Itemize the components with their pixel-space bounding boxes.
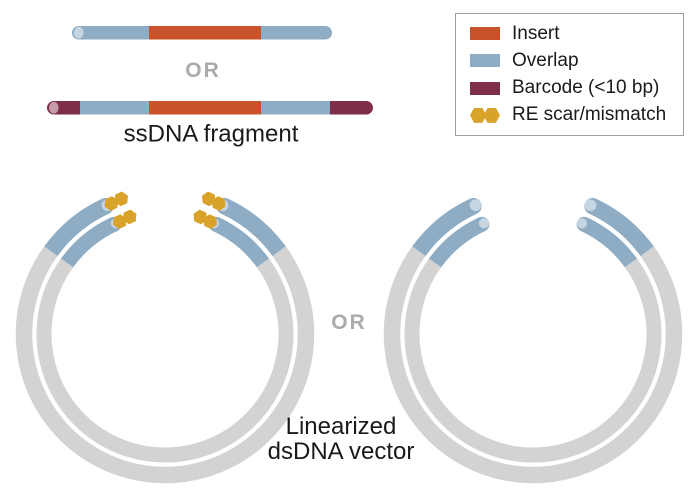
strand-end-cut-face <box>478 218 490 229</box>
hexagon-icon <box>470 107 487 123</box>
vector-backbone-arc <box>404 256 662 463</box>
re-scar-hexagon <box>123 209 137 225</box>
hexagon-icon <box>483 107 500 123</box>
legend-item: Insert <box>470 23 683 45</box>
re-scar-hexagon <box>113 214 127 229</box>
legend-item: RE scar/mismatch <box>470 104 683 126</box>
strand-end-cut-face <box>49 101 59 114</box>
legend-item: Overlap <box>470 50 683 72</box>
vector-backbone-arc <box>15 244 315 484</box>
re-scar-hexagon <box>211 196 226 211</box>
linearized-vector-label: Linearized dsDNA vector <box>267 413 415 465</box>
ssdna-fragment-barcoded <box>47 101 373 115</box>
re-scar-hexagon <box>104 196 119 211</box>
ssdna-fragment-plain <box>72 26 332 40</box>
legend-label: Overlap <box>512 49 579 71</box>
vector-backbone-arc <box>36 256 294 463</box>
re-scar-hexagon <box>203 214 217 229</box>
vector-plain <box>383 197 683 484</box>
strand-end-cut-face <box>584 199 597 212</box>
barcode-swatch <box>470 81 500 95</box>
legend-label: Barcode (<10 bp) <box>512 77 660 99</box>
legend-label: Insert <box>512 22 560 44</box>
re_scar-swatch <box>470 107 500 123</box>
re-scar-hexagon <box>202 191 216 207</box>
legend-item: Barcode (<10 bp) <box>470 77 683 99</box>
overlap-swatch <box>470 54 500 68</box>
or-separator-fragments: OR <box>185 59 221 82</box>
re-scar-hexagon <box>114 191 128 207</box>
vector-backbone-arc <box>383 244 683 484</box>
or-separator-vectors: OR <box>331 311 367 334</box>
insert-segment <box>149 101 261 115</box>
strand-end-cut-face <box>74 26 84 39</box>
strand-end-cut-face <box>576 218 588 229</box>
strand-end-cut-face <box>469 199 482 212</box>
ssdna-fragment-label: ssDNA fragment <box>123 120 299 148</box>
legend-label: RE scar/mismatch <box>512 104 667 126</box>
insert-swatch <box>470 27 500 41</box>
insert-segment <box>149 26 261 40</box>
re-scar-hexagon <box>193 209 207 225</box>
vector-with-re-scars <box>15 191 315 484</box>
